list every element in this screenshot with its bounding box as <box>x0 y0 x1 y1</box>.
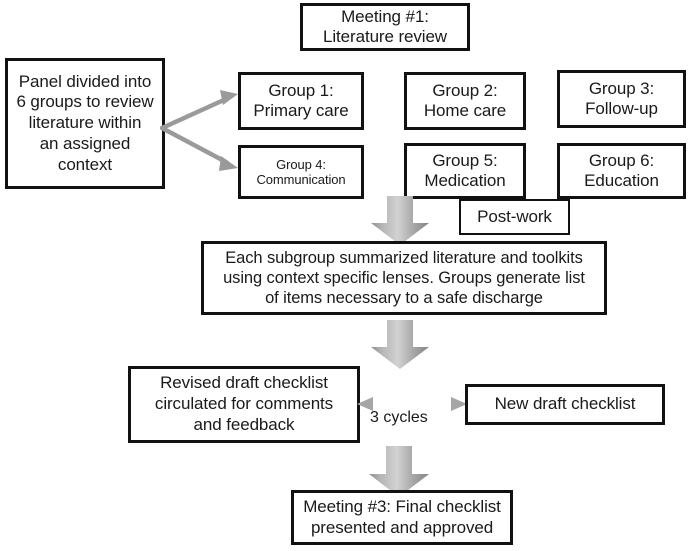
block-arrow-down-icon-1 <box>371 196 429 245</box>
node-group-2: Group 2: Home care <box>404 72 526 130</box>
block-arrow-down-icon-2 <box>371 320 429 369</box>
node-group-1: Group 1: Primary care <box>238 72 364 130</box>
node-group-3: Group 3: Follow-up <box>557 70 686 128</box>
node-panel: Panel divided into 6 groups to review li… <box>5 58 165 189</box>
arrow-right-icon-upper <box>160 90 238 131</box>
node-revised-draft-checklist: Revised draft checklist circulated for c… <box>128 366 360 443</box>
node-meeting-1: Meeting #1: Literature review <box>300 3 470 51</box>
node-group-5: Group 5: Medication <box>404 143 526 199</box>
node-group-4: Group 4: Communication <box>238 145 364 199</box>
node-summary: Each subgroup summarized literature and … <box>201 241 607 315</box>
node-meeting-3: Meeting #3: Final checklist presented an… <box>291 490 513 545</box>
arrow-right-icon-lower <box>160 125 238 171</box>
node-group-6: Group 6: Education <box>557 143 686 199</box>
edge-label-3-cycles: 3 cycles <box>370 409 428 426</box>
node-post-work: Post-work <box>459 199 570 235</box>
node-new-draft-checklist: New draft checklist <box>465 384 665 425</box>
